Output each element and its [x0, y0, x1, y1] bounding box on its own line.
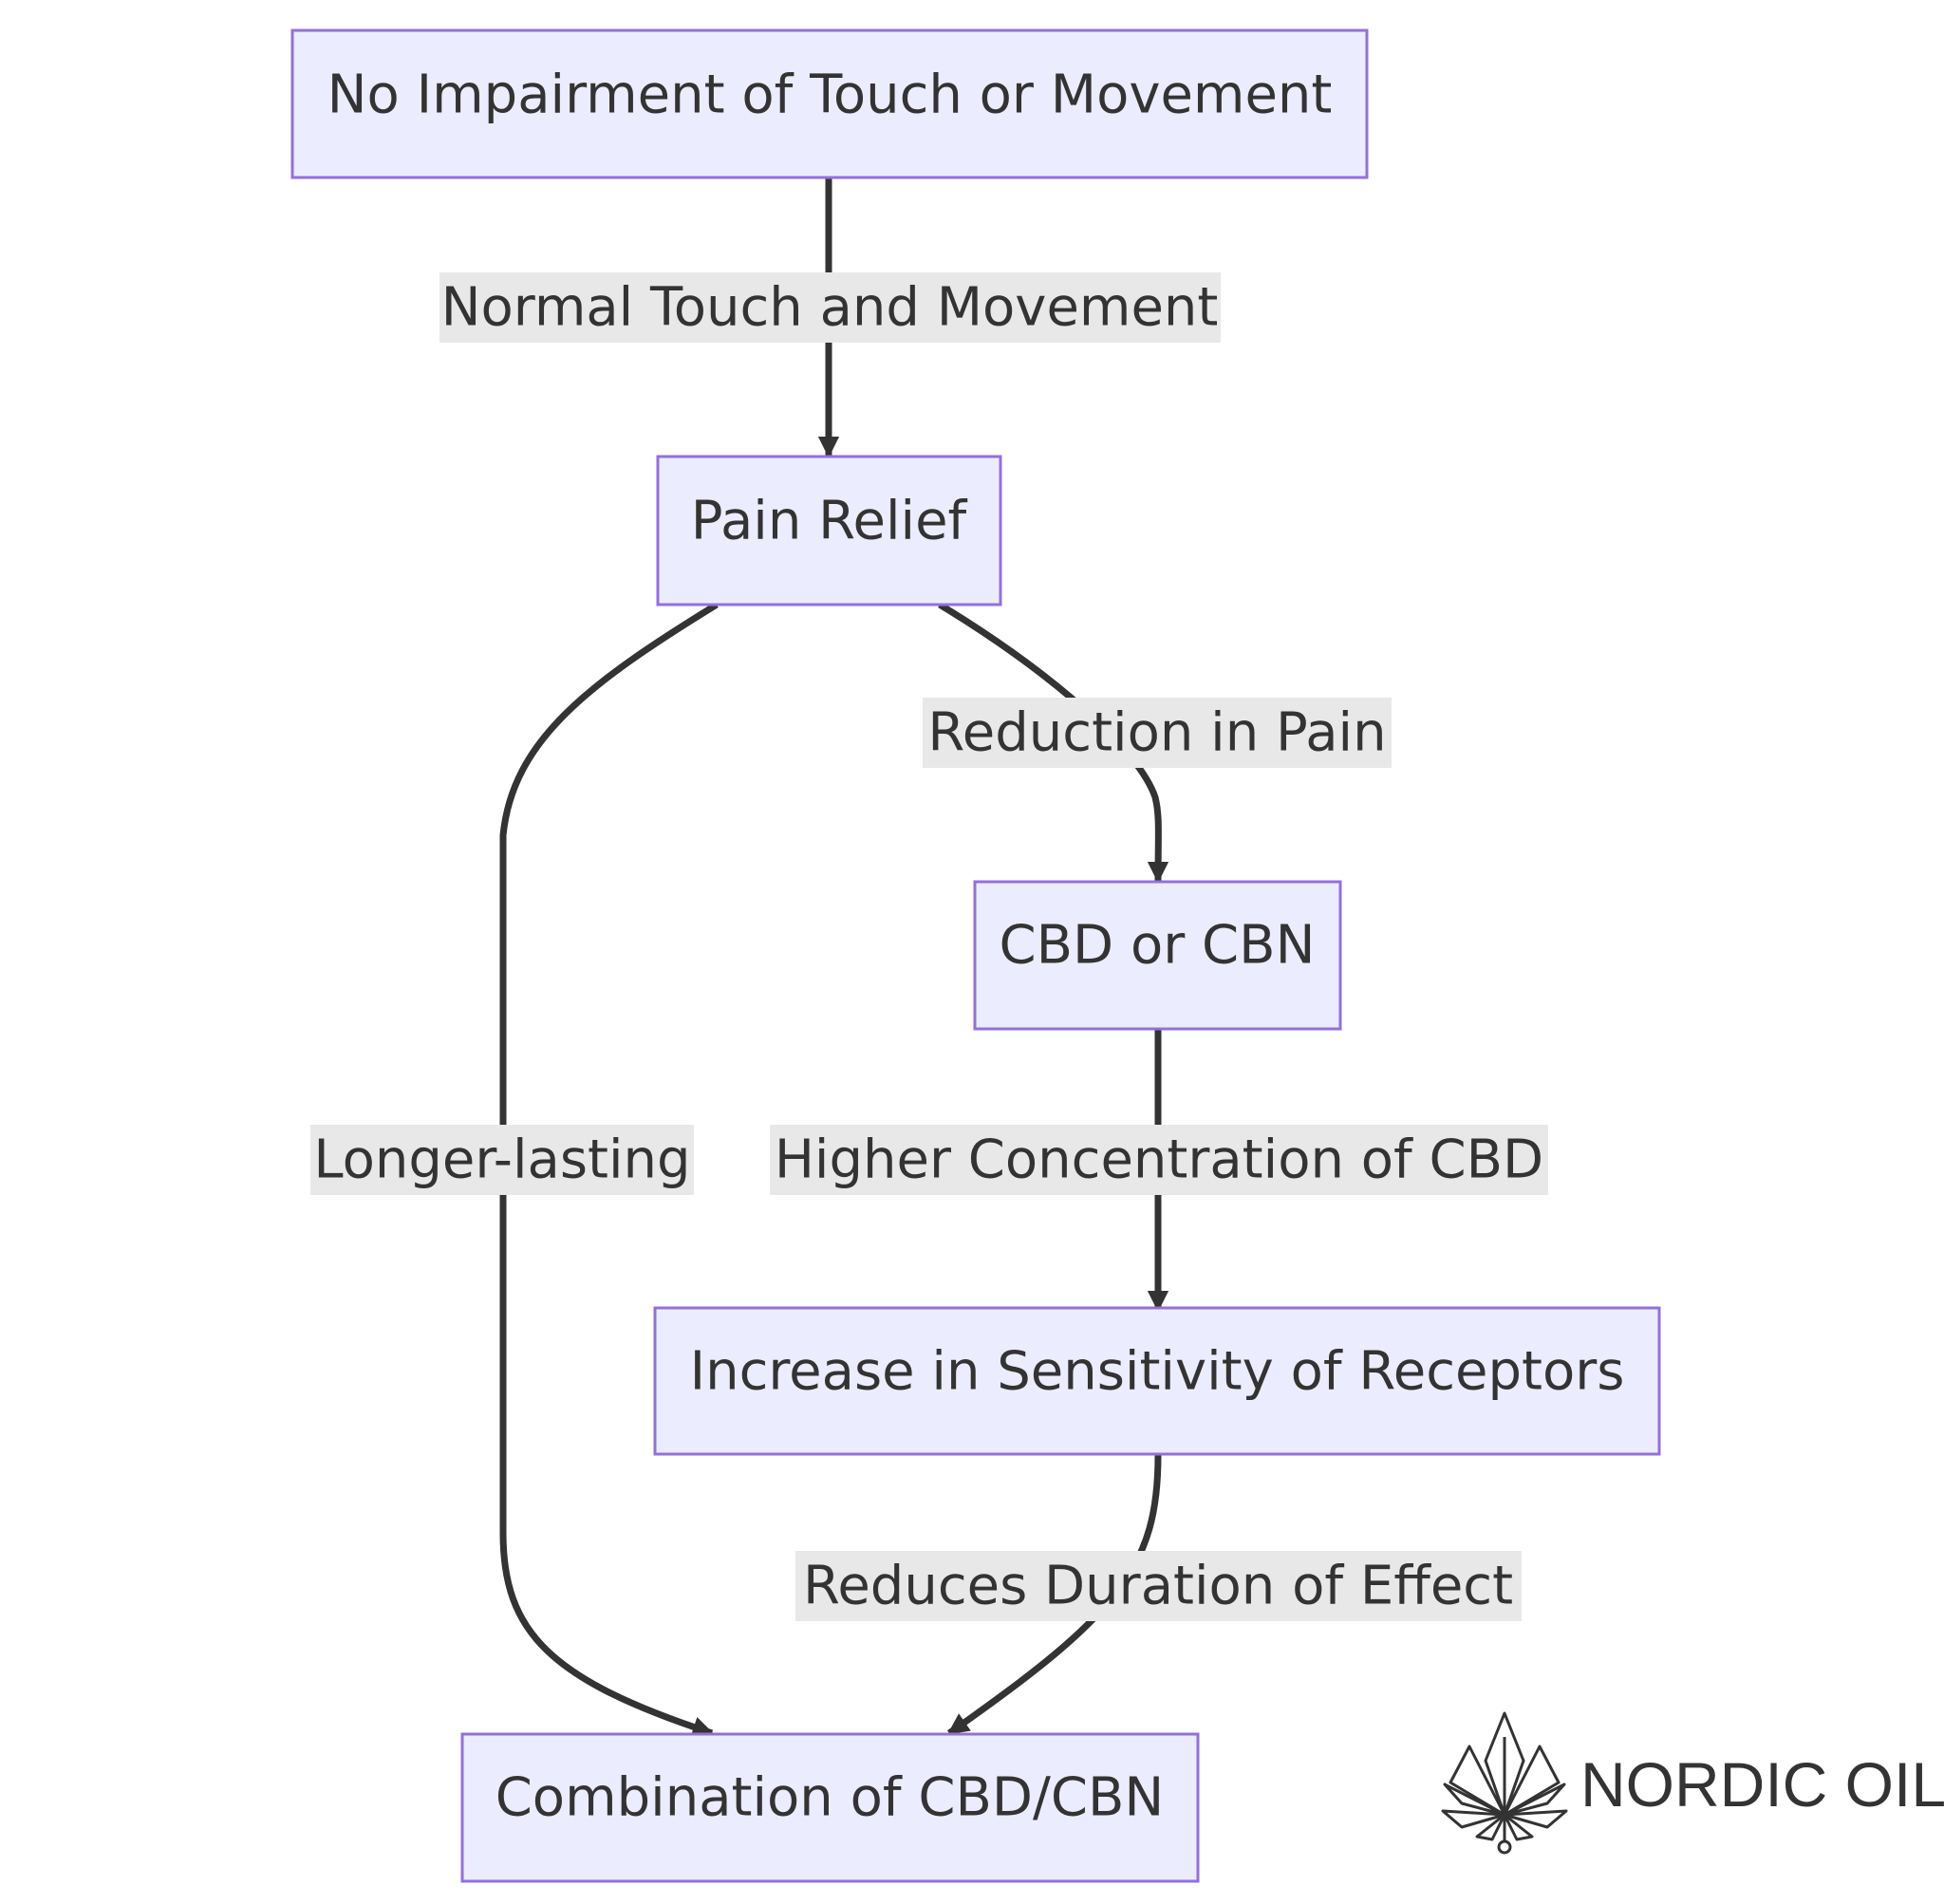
node-pain-relief: Pain Relief	[656, 455, 1002, 607]
node-increase-sensitivity: Increase in Sensitivity of Receptors	[653, 1306, 1661, 1456]
node-cbd-or-cbn-label: CBD or CBN	[1000, 915, 1316, 977]
brand-name: NORDIC OIL	[1580, 1749, 1944, 1820]
node-combination-label: Combination of CBD/CBN	[495, 1767, 1165, 1829]
node-pain-relief-label: Pain Relief	[691, 491, 968, 552]
edge-label-normal-touch: Normal Touch and Movement	[441, 277, 1219, 339]
node-cbd-or-cbn: CBD or CBN	[973, 880, 1342, 1031]
edge-label-higher-concentration: Higher Concentration of CBD	[775, 1129, 1543, 1191]
node-no-impairment: No Impairment of Touch or Movement	[290, 28, 1369, 179]
edge-label-reduces-duration: Reduces Duration of Effect	[803, 1556, 1513, 1617]
edge-pain-relief-to-cbd-or-cbn	[938, 602, 1169, 884]
cannabis-leaf-icon	[1441, 1711, 1568, 1855]
edge-labels: Normal Touch and Movement Reduction in P…	[310, 272, 1548, 1621]
brand-logo: NORDIC OIL	[1441, 1711, 1944, 1855]
edge-label-longer-lasting: Longer-lasting	[313, 1129, 690, 1191]
node-increase-sensitivity-label: Increase in Sensitivity of Receptors	[690, 1341, 1625, 1403]
node-combination: Combination of CBD/CBN	[460, 1732, 1200, 1883]
edge-label-reduction-in-pain: Reduction in Pain	[927, 702, 1386, 764]
node-no-impairment-label: No Impairment of Touch or Movement	[327, 65, 1333, 126]
nodes: No Impairment of Touch or Movement Pain …	[290, 28, 1661, 1883]
